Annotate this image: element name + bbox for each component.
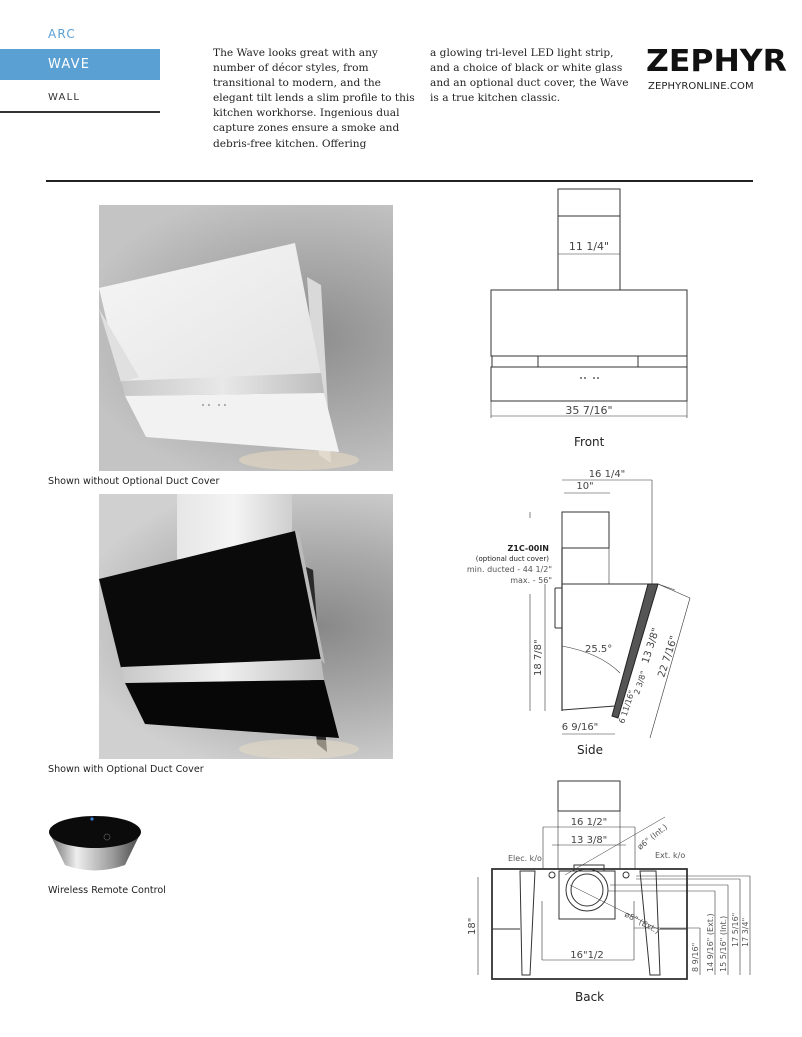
ext-diameter: ø8" (Ext.) bbox=[623, 910, 661, 936]
back-view-drawing: 16 1/2" 13 3/8" Elec. k/o Ext. k/o ø6" (… bbox=[460, 775, 760, 994]
elec-knockout: Elec. k/o bbox=[508, 854, 542, 863]
header-divider bbox=[46, 180, 753, 182]
front-duct-width: 11 1/4" bbox=[569, 240, 609, 253]
nav-item-wave[interactable]: WAVE bbox=[0, 49, 160, 80]
side-height: 18 7/8" bbox=[533, 639, 544, 676]
range-hood-black-illustration bbox=[99, 494, 359, 759]
nav-divider bbox=[0, 111, 160, 113]
nav-item-arc[interactable]: ARC bbox=[48, 27, 76, 41]
back-outer-width: 16 1/2" bbox=[571, 817, 608, 828]
brand-logo: ZEPHYR bbox=[646, 44, 787, 79]
front-overall-width: 35 7/16" bbox=[565, 404, 612, 417]
side-duct-depth: 10" bbox=[576, 481, 593, 492]
dim-8-9-16: 8 9/16" bbox=[691, 943, 700, 972]
back-inner-width: 13 3/8" bbox=[571, 835, 608, 846]
side-total-depth: 16 1/4" bbox=[589, 469, 626, 480]
dim-14-9-16-ext: 14 9/16" (Ext.) bbox=[706, 913, 715, 972]
side-angle: 25.5° bbox=[585, 644, 612, 655]
bracket-width: 16"1/2 bbox=[570, 950, 603, 961]
nav-item-wall[interactable]: WALL bbox=[48, 92, 81, 103]
product-photo-black bbox=[99, 494, 393, 759]
dim-17-5-16: 17 5/16" bbox=[731, 913, 740, 947]
duct-cover-model: Z1C-00IN bbox=[507, 544, 549, 553]
photo-caption-without-duct: Shown without Optional Duct Cover bbox=[48, 476, 220, 487]
side-view-label: Side bbox=[577, 743, 603, 757]
glass-total: 22 7/16" bbox=[656, 635, 680, 679]
photo-caption-with-duct: Shown with Optional Duct Cover bbox=[48, 764, 204, 775]
product-photo-white bbox=[99, 205, 393, 471]
duct-cover-note: (optional duct cover) bbox=[476, 555, 549, 563]
side-bottom-depth: 6 9/16" bbox=[562, 722, 599, 733]
dim-15-5-16-int: 15 5/16" (Int.) bbox=[719, 916, 728, 972]
description-column-2: a glowing tri-level LED light strip, and… bbox=[430, 47, 629, 105]
int-diameter: ø6" (Int.) bbox=[636, 823, 670, 852]
back-height: 18" bbox=[467, 918, 478, 935]
brand-url[interactable]: ZEPHYRONLINE.COM bbox=[648, 81, 754, 92]
front-view-label: Front bbox=[574, 435, 605, 449]
ext-knockout: Ext. k/o bbox=[655, 851, 685, 860]
side-view-drawing: 10" 16 1/4" Z1C-00IN (optional duct cove… bbox=[460, 468, 705, 742]
remote-caption: Wireless Remote Control bbox=[48, 885, 166, 896]
max-height: max. - 56" bbox=[510, 576, 552, 585]
min-ducted-height: min. ducted - 44 1/2" bbox=[467, 565, 552, 574]
description-column-1: The Wave looks great with any number of … bbox=[213, 47, 415, 150]
dim-17-3-4: 17 3/4" bbox=[741, 918, 750, 947]
front-view-drawing: 11 1/4" 35 7/16" bbox=[488, 186, 693, 435]
wireless-remote-image bbox=[47, 810, 142, 875]
range-hood-white-illustration bbox=[99, 243, 359, 470]
back-view-label: Back bbox=[575, 990, 605, 1004]
